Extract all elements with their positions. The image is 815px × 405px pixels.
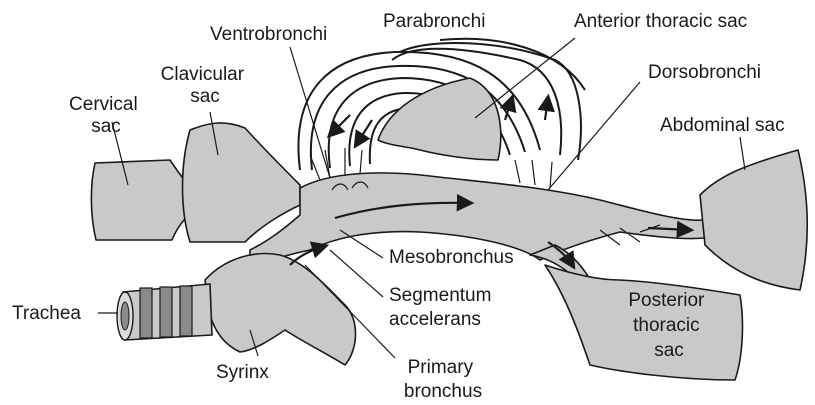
syrinx-body: [205, 254, 356, 365]
label-mesobronchus: Mesobronchus: [389, 247, 514, 268]
label-primary-line-2: bronchus: [404, 381, 482, 402]
label-abdominal-sac: Abdominal sac: [660, 115, 785, 136]
label-syrinx: Syrinx: [216, 362, 269, 383]
label-anterior-thoracic-sac: Anterior thoracic sac: [574, 11, 747, 32]
abdominal-sac: [700, 150, 807, 290]
label-clavicular-sac: Clavicular sac: [161, 64, 250, 107]
label-cervical-line-2: sac: [91, 116, 121, 137]
label-segmentum-line-2: accelerans: [389, 309, 481, 330]
label-trachea: Trachea: [12, 303, 81, 324]
label-dorsobronchi: Dorsobronchi: [648, 62, 761, 83]
label-primary-line-1: Primary: [408, 357, 474, 378]
label-posterior-line-3: sac: [654, 340, 684, 361]
trachea: [117, 284, 212, 340]
label-segmentum-line-1: Segmentum: [389, 285, 491, 306]
label-cervical-sac: Cervical sac: [69, 94, 143, 137]
label-clavicular-line-1: Clavicular: [161, 64, 245, 85]
label-cervical-line-1: Cervical: [69, 94, 138, 115]
label-segmentum-accelerans: Segmentum accelerans: [389, 285, 497, 330]
label-posterior-line-1: Posterior: [628, 290, 705, 311]
label-parabronchi: Parabronchi: [383, 11, 485, 32]
label-posterior-line-2: thoracic: [633, 315, 700, 336]
label-clavicular-line-2: sac: [190, 86, 220, 107]
clavicular-sac: [183, 123, 301, 242]
anterior-thoracic-sac: [378, 78, 501, 160]
label-primary-bronchus: Primary bronchus: [404, 357, 482, 402]
label-ventrobronchi: Ventrobronchi: [210, 24, 327, 45]
